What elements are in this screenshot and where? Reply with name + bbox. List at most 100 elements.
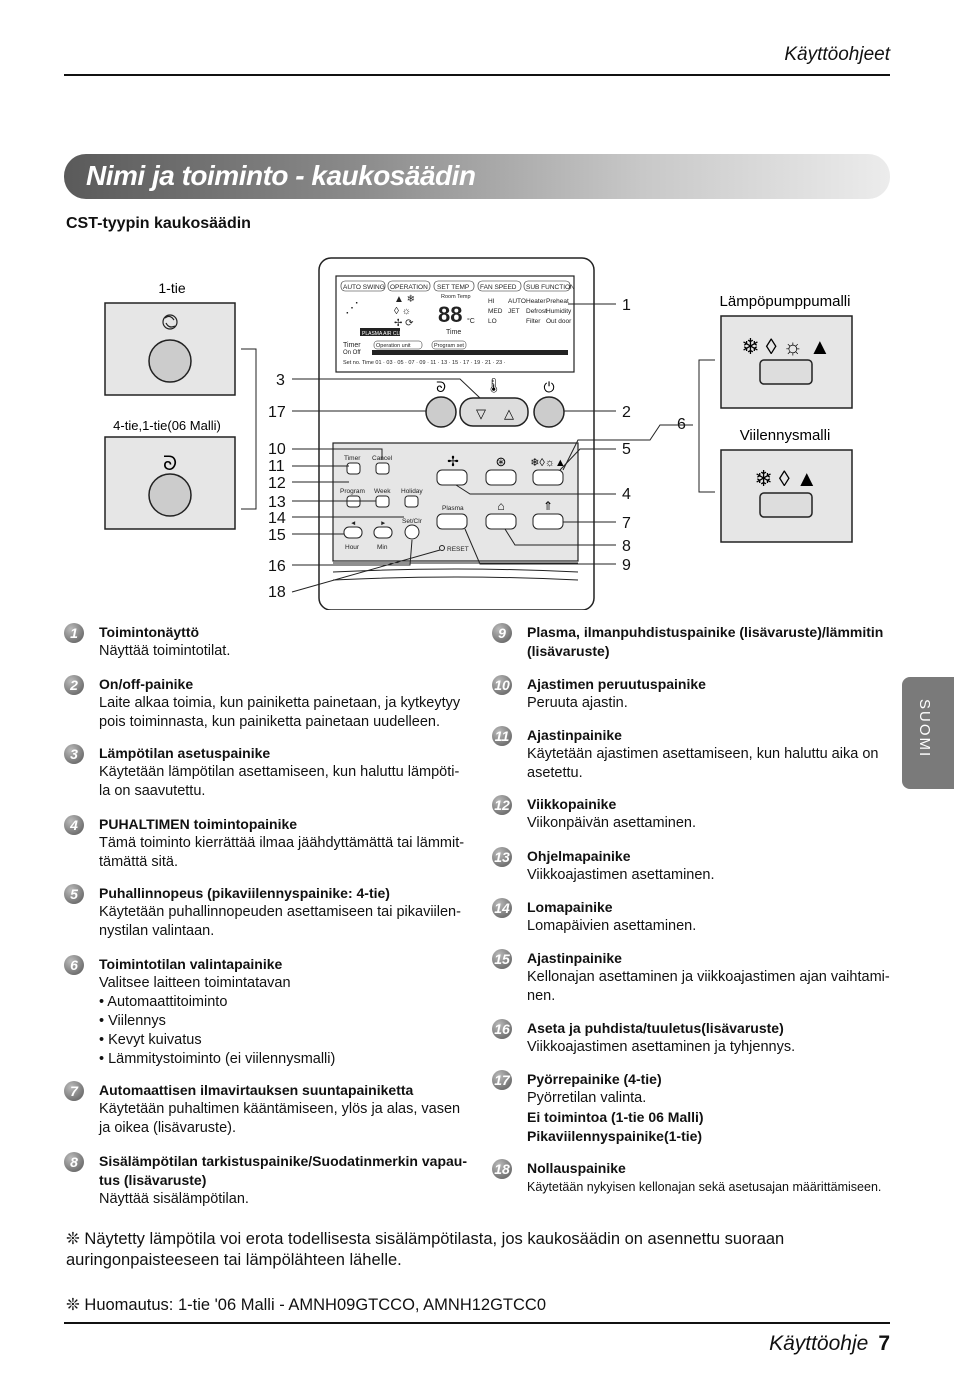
callout-16: 16 <box>268 558 286 575</box>
lcd-sub-humidity: Humidity <box>546 308 572 315</box>
item-number: 18 <box>492 1159 512 1179</box>
program-label: Program <box>340 488 365 495</box>
lcd-sub-preheat: Preheat <box>546 298 569 305</box>
item-text: Käytetään puhaltimen kääntämiseen, ylös … <box>99 1101 461 1136</box>
fanspeed-icon: ⊛ <box>496 454 507 469</box>
header-rule <box>64 74 890 76</box>
item-number: 5 <box>64 884 84 904</box>
label-1tie: 1-tie <box>158 280 185 296</box>
item-title: Ohjelmapainike <box>527 848 631 864</box>
item-number: 11 <box>492 726 512 746</box>
lcd-mode-icons-2: ◊ ☼ <box>394 306 411 317</box>
mode-cooling-icon: ❄ ◊ ▲ <box>754 466 817 491</box>
item-text: Käytetään lämpötilan asettamiseen, kun h… <box>99 764 460 799</box>
item-text: Näyttää sisälämpötilan. <box>99 1191 249 1207</box>
item-bullet: • Lämmitystoiminto (ei viilennysmalli) <box>99 1051 336 1067</box>
item-number: 16 <box>492 1019 512 1039</box>
lcd-display <box>335 275 575 373</box>
mode-button <box>532 469 564 486</box>
item-number: 17 <box>492 1070 512 1090</box>
hour-label: Hour <box>345 544 360 551</box>
fan-button <box>436 469 468 486</box>
lcd-mode-icons-3: ✢ ⟳ <box>394 318 414 329</box>
callout-11: 11 <box>268 458 285 475</box>
airflow-button <box>532 513 564 530</box>
callout-15: 15 <box>268 527 286 544</box>
reset-label: RESET <box>447 546 469 553</box>
setclr-label: Set/Clr <box>402 518 423 525</box>
lower-panel <box>332 442 579 562</box>
remote-swirl-button <box>425 396 457 428</box>
item-number: 3 <box>64 744 84 764</box>
section-title: Nimi ja toiminto - kaukosäädin <box>86 160 476 191</box>
label-heatpump: Lämpöpumppumalli <box>720 293 851 310</box>
item-number: 12 <box>492 795 512 815</box>
note-temperature: ❊ Näytetty lämpötila voi erota todellise… <box>66 1230 785 1269</box>
power-button <box>533 396 565 428</box>
item-title: Pyörrepainike (4-tie) <box>527 1071 662 1087</box>
lcd-sub-filter: Filter <box>526 318 541 325</box>
item-title: Sisälämpötilan tarkistuspainike/Suodatin… <box>99 1153 467 1188</box>
timer-label: Timer <box>344 455 361 462</box>
item-title: Toimintotilan valintapainike <box>99 956 283 972</box>
item-title: On/off-painike <box>99 676 194 692</box>
item-text: Käytetään puhallinnopeuden asettamiseen … <box>99 904 461 939</box>
item-title: Ajastinpainike <box>527 950 622 966</box>
header-title: Käyttöohjeet <box>784 44 890 65</box>
subtitle: CST-tyypin kaukosäädin <box>66 215 251 232</box>
item-text: Pyörretilan valinta. <box>527 1090 647 1106</box>
lcd-tab-subfunction: SUB FUNCTION <box>526 284 575 291</box>
item-title: Plasma, ilmanpuhdistuspainike (lisävarus… <box>527 624 884 659</box>
house-icon: ⌂ <box>497 499 504 513</box>
temp-buttons <box>459 397 529 427</box>
lcd-sub-heater: Heater <box>526 298 546 305</box>
swirl-icon <box>162 314 178 330</box>
holiday-label: Holiday <box>401 488 423 495</box>
page-number: 7 <box>878 1332 890 1355</box>
item-bold-line: Ei toimintoa (1-tie 06 Malli) <box>527 1109 704 1125</box>
label-4tie: 4-tie,1-tie(06 Malli) <box>113 418 221 433</box>
item-text: Kellonajan asettaminen ja viikkoajastime… <box>527 969 890 1004</box>
item-number: 4 <box>64 815 84 835</box>
lcd-sub-defrost: Defrost <box>526 308 547 315</box>
swirl-button-4tie <box>148 473 192 517</box>
thermometer-icon: 🌡 <box>485 377 503 393</box>
remote-swirl-icon: ᘐ <box>436 379 446 395</box>
lcd-tab-fanspeed: FAN SPEED <box>480 284 517 291</box>
swirl-button-1tie <box>148 339 192 383</box>
fanspeed-button <box>485 469 517 486</box>
note-models: ❊ Huomautus: 1-tie '06 Malli - AMNH09GTC… <box>66 1296 547 1314</box>
lcd-plasma: PLASMA AIR CLEAN <box>362 331 410 337</box>
item-number: 7 <box>64 1081 84 1101</box>
lcd-room-temp: Room Temp <box>441 294 471 300</box>
lcd-time-row: Set no. Time 01 · 03 · 05 · 07 · 09 · 11… <box>343 360 506 366</box>
section-banner: Nimi ja toiminto - kaukosäädin <box>64 154 890 199</box>
item-number: 14 <box>492 898 512 918</box>
item-number: 13 <box>492 847 512 867</box>
callout-10: 10 <box>268 441 286 458</box>
item-text: Käytetään ajastimen asettamiseen, kun ha… <box>527 746 879 781</box>
lcd-tab-settemp: SET TEMP <box>437 284 469 291</box>
swirl-4tie-icon: ᘐ <box>163 453 177 475</box>
mode-button-heatpump <box>759 359 813 385</box>
item-title: Ajastimen peruutuspainike <box>527 676 706 692</box>
language-tab: SUOMI <box>902 677 954 789</box>
item-text: Lomapäivien asettaminen. <box>527 918 697 934</box>
roomtemp-button <box>485 513 517 530</box>
item-title: Lämpötilan asetuspainike <box>99 745 271 761</box>
lcd-fan-auto: AUTO <box>508 298 526 305</box>
remote-diagram: 1-tie 4-tie,1-tie(06 Malli) ᘐ Lämpöpumpp… <box>104 257 853 610</box>
lcd-time: Time <box>446 329 461 336</box>
temp-up-icon: △ <box>504 406 514 421</box>
item-title: Puhallinnopeus (pikaviilennyspainike: 4-… <box>99 885 390 901</box>
fan-icon: ✢ <box>447 453 459 469</box>
item-text: Valitsee laitteen toimintatavan <box>99 975 291 991</box>
callout-9: 9 <box>622 557 631 574</box>
label-cooling: Viilennysmalli <box>740 427 831 444</box>
callout-5: 5 <box>622 441 631 458</box>
item-title: Lomapainike <box>527 899 613 915</box>
item-small-text: Käytetään nykyisen kellonajan sekä asetu… <box>527 1180 882 1194</box>
svg-text:►: ► <box>380 520 386 527</box>
item-title: Ajastinpainike <box>527 727 622 743</box>
